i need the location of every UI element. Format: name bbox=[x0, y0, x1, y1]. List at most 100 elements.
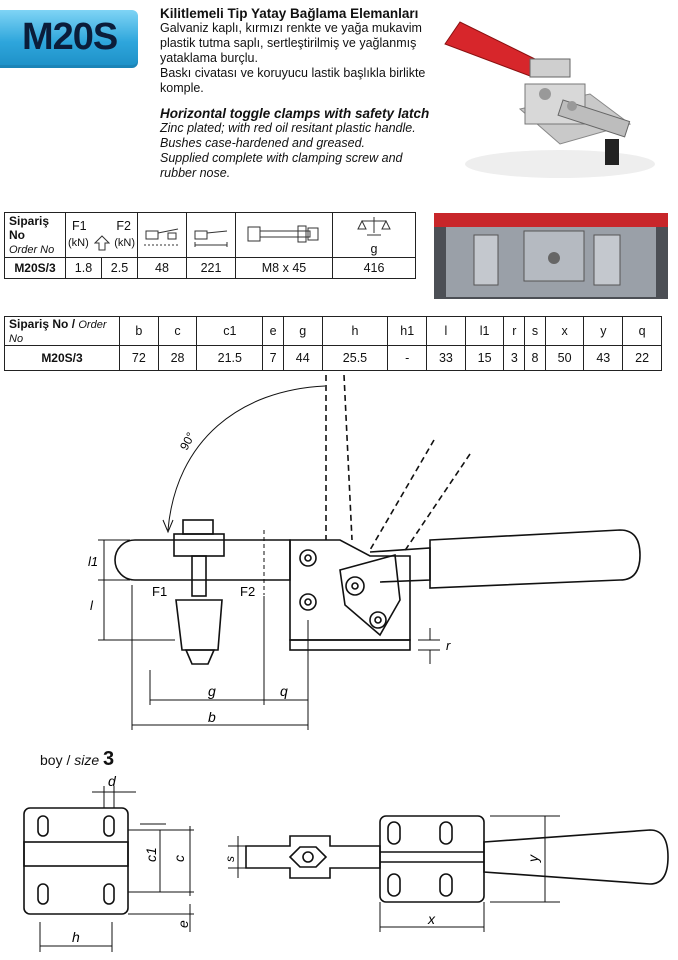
d-label: d bbox=[108, 773, 117, 789]
weight-unit: g bbox=[370, 241, 378, 256]
f2-drawing-label: F2 bbox=[240, 584, 255, 599]
clamp-length-icon bbox=[194, 230, 228, 247]
height-cell: 48 bbox=[137, 257, 187, 279]
screw-icon-cell bbox=[235, 212, 333, 258]
dim-order-label: Sipariş No / Order No bbox=[4, 316, 120, 346]
size-label-tr: boy bbox=[40, 752, 63, 768]
f1-unit: (kN) bbox=[68, 237, 89, 249]
dim-value: 72 bbox=[119, 345, 159, 371]
dim-header: l1 bbox=[464, 316, 505, 346]
dim-header: g bbox=[282, 316, 323, 346]
dim-header: h bbox=[321, 316, 389, 346]
dim-header: h1 bbox=[387, 316, 428, 346]
l1-label: l1 bbox=[88, 554, 98, 569]
description: Kilitlemeli Tip Yatay Bağlama Elemanları… bbox=[160, 6, 460, 181]
f1-label: F1 bbox=[72, 219, 87, 233]
b-label: b bbox=[208, 709, 216, 725]
spec-table-1: Sipariş No Order No F1 F2 (kN) (kN) bbox=[4, 212, 416, 279]
force-header: F1 F2 (kN) (kN) bbox=[65, 212, 138, 258]
size-label-en: size bbox=[74, 752, 100, 768]
screw-cell: M8 x 45 bbox=[235, 257, 333, 279]
tr-line: plastik tutma saplı, sertleştirilmiş ve … bbox=[160, 36, 417, 50]
angle-label: 90° bbox=[177, 430, 198, 453]
l-label: l bbox=[90, 598, 94, 613]
size-value: 3 bbox=[103, 748, 115, 770]
clamp-height-icon bbox=[144, 228, 180, 245]
dim-header: e bbox=[262, 316, 284, 346]
order-cell: M20S/3 bbox=[4, 257, 66, 279]
h-label: h bbox=[72, 929, 80, 945]
x-label: x bbox=[427, 911, 436, 927]
r-label: r bbox=[446, 638, 451, 653]
en-line: rubber nose. bbox=[160, 166, 231, 180]
dim-header: c bbox=[157, 316, 198, 346]
dim-header: b bbox=[119, 316, 159, 346]
en-line: Zinc plated; with red oil resitant plast… bbox=[160, 121, 416, 135]
dim-header: q bbox=[622, 316, 662, 346]
f2-unit: (kN) bbox=[114, 237, 135, 249]
arrow-up-icon bbox=[93, 235, 110, 251]
dim-value: 44 bbox=[282, 345, 323, 371]
dim-value: 15 bbox=[464, 345, 505, 371]
q-label: q bbox=[280, 683, 288, 699]
dim-value: 43 bbox=[583, 345, 624, 371]
e-label: e bbox=[175, 920, 191, 928]
g-label: g bbox=[208, 683, 216, 699]
dim-header: c1 bbox=[196, 316, 264, 346]
dim-header: x bbox=[544, 316, 585, 346]
model-badge: M20S bbox=[0, 10, 138, 68]
size-label: boy / size 3 bbox=[40, 748, 114, 771]
dim-value: 21.5 bbox=[196, 345, 264, 371]
f2-label: F2 bbox=[116, 219, 131, 233]
dim-value: - bbox=[387, 345, 428, 371]
size-label-sep: / bbox=[62, 752, 75, 768]
dim-value: 33 bbox=[426, 345, 466, 371]
dim-header: r bbox=[503, 316, 526, 346]
dim-value: 25.5 bbox=[321, 345, 389, 371]
tr-line: yataklama burçlu. bbox=[160, 51, 258, 65]
clamp-length-icon-cell bbox=[186, 212, 236, 258]
dim-header: s bbox=[524, 316, 546, 346]
f2-cell: 2.5 bbox=[101, 257, 138, 279]
dim-order-label-sep: / bbox=[68, 317, 79, 331]
tr-line: komple. bbox=[160, 81, 204, 95]
dim-value: 7 bbox=[262, 345, 284, 371]
weight-header: g bbox=[332, 212, 416, 258]
f1-drawing-label: F1 bbox=[152, 584, 167, 599]
order-label: Sipariş No bbox=[9, 214, 50, 242]
dim-header: y bbox=[583, 316, 624, 346]
y-label: y bbox=[525, 854, 541, 863]
en-block: Horizontal toggle clamps with safety lat… bbox=[160, 106, 460, 181]
weight-cell: 416 bbox=[332, 257, 416, 279]
dim-order-label-en: Order No bbox=[9, 319, 107, 345]
length-cell: 221 bbox=[186, 257, 236, 279]
dim-value: 28 bbox=[157, 345, 198, 371]
base-and-top-view-drawing: d c1 c e h s x y bbox=[23, 773, 669, 952]
c-label: c bbox=[171, 855, 187, 862]
dim-order-label-tr: Sipariş No bbox=[9, 317, 69, 331]
dim-value: 50 bbox=[544, 345, 585, 371]
f1-cell: 1.8 bbox=[65, 257, 102, 279]
order-label-en: Order No bbox=[9, 244, 55, 256]
product-photo bbox=[444, 21, 655, 178]
dim-value: 22 bbox=[622, 345, 662, 371]
scale-icon bbox=[357, 216, 391, 235]
s-label: s bbox=[223, 856, 237, 862]
side-view-drawing: 90° F1 F2 l1 l r g q b bbox=[88, 374, 641, 730]
model-title: M20S bbox=[22, 16, 118, 58]
dim-value: 8 bbox=[524, 345, 546, 371]
dim-value: 3 bbox=[503, 345, 526, 371]
dim-header: l bbox=[426, 316, 466, 346]
en-title: Horizontal toggle clamps with safety lat… bbox=[160, 106, 430, 121]
en-line: Supplied complete with clamping screw an… bbox=[160, 151, 403, 165]
screw-icon bbox=[247, 225, 319, 242]
tr-line: Galvaniz kaplı, kırmızı renkte ve yağa m… bbox=[160, 21, 422, 35]
dimension-table: Sipariş No / Order No b c c1 e g h h1 l … bbox=[4, 316, 662, 371]
clamp-open-icon-cell bbox=[137, 212, 187, 258]
c1-label: c1 bbox=[143, 847, 159, 862]
dim-order-cell: M20S/3 bbox=[4, 345, 120, 371]
order-label-cell: Sipariş No Order No bbox=[4, 212, 66, 258]
application-photo bbox=[434, 213, 668, 299]
tr-title: Kilitlemeli Tip Yatay Bağlama Elemanları bbox=[160, 6, 419, 21]
en-line: Bushes case-hardened and greased. bbox=[160, 136, 366, 150]
